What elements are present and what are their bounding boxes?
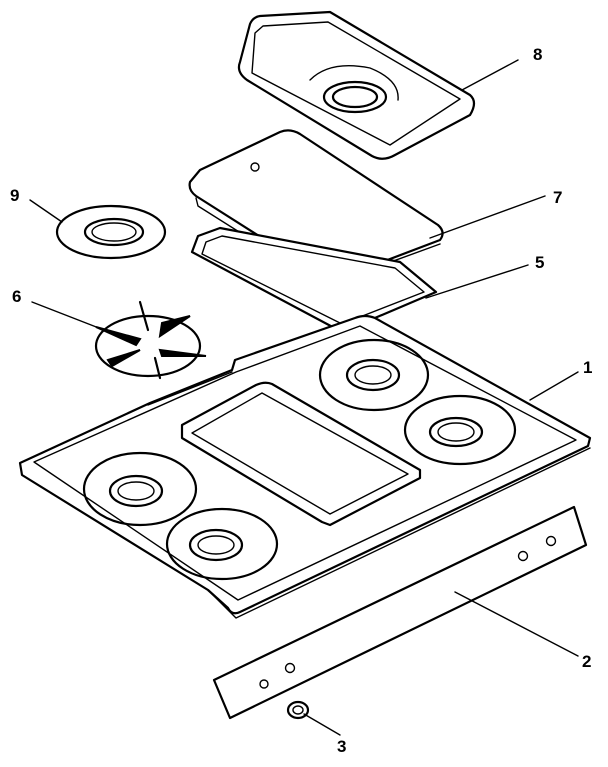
part-8-tray	[237, 10, 476, 160]
callout-2: 2	[582, 652, 591, 671]
part-5-frame	[190, 226, 438, 334]
part-2-front-rail	[212, 505, 588, 720]
callout-1: 1	[583, 358, 592, 377]
part-3-screw	[286, 700, 310, 720]
part-9-burner-ring	[55, 204, 167, 260]
callout-8: 8	[533, 45, 542, 64]
callout-9: 9	[10, 186, 19, 205]
callout-6: 6	[12, 287, 21, 306]
burner-rear-right	[318, 338, 430, 412]
part-6-grate	[94, 300, 207, 380]
leader-lines	[29, 59, 579, 736]
burner-rear-left	[82, 451, 198, 527]
burner-front-right	[403, 394, 517, 466]
callout-3: 3	[337, 737, 346, 756]
part-1-cooktop	[18, 314, 592, 619]
callout-5: 5	[535, 253, 544, 272]
callout-7: 7	[553, 188, 562, 207]
burner-front-left	[165, 507, 279, 581]
